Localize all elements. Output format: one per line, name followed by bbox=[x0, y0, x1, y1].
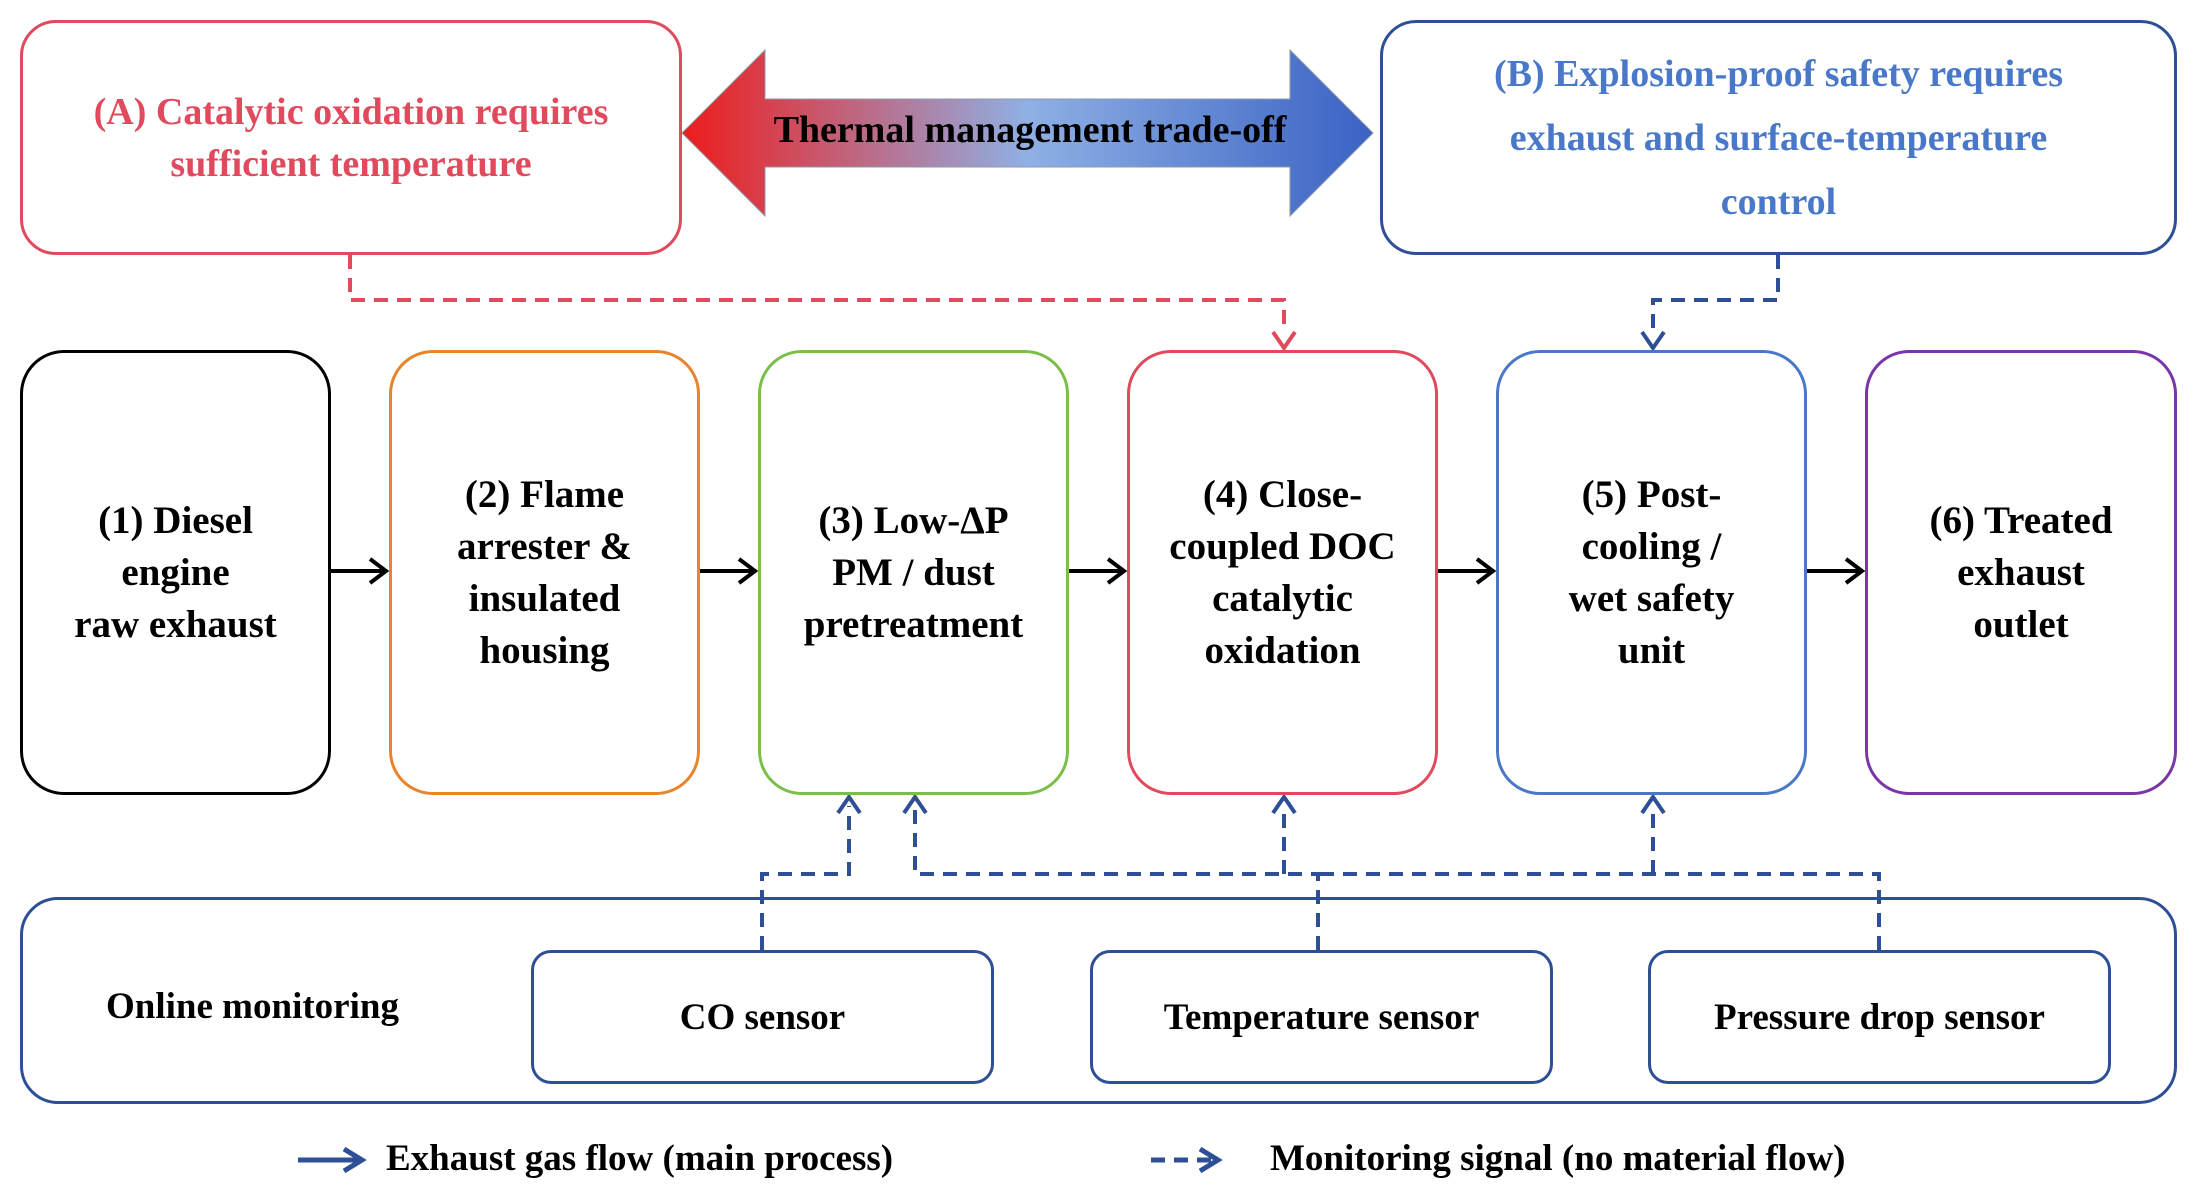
online-monitoring-panel bbox=[20, 897, 2177, 1104]
legend-dashed-label: Monitoring signal (no material flow) bbox=[1270, 1138, 1846, 1179]
signal-arrowhead-4 bbox=[1271, 793, 1297, 815]
legend-dashed-arrowhead bbox=[1198, 1146, 1223, 1174]
temperature-sensor: Temperature sensor bbox=[1090, 950, 1553, 1084]
pressure-drop-sensor-label: Pressure drop sensor bbox=[1714, 996, 2045, 1038]
legend-solid-arrow bbox=[298, 1146, 367, 1174]
stage-1-label: (1) Diesel engine raw exhaust bbox=[74, 498, 277, 646]
pressure-drop-sensor: Pressure drop sensor bbox=[1648, 950, 2111, 1084]
constraint-b-arrowhead bbox=[1640, 330, 1666, 352]
flow-arrow-4-5 bbox=[1438, 557, 1497, 585]
tradeoff-label: Thermal management trade-off bbox=[773, 109, 1287, 151]
stage-2-label: (2) Flame arrester & insulated housing bbox=[456, 472, 633, 672]
online-monitoring-label: Online monitoring bbox=[106, 986, 399, 1027]
temperature-signal-path bbox=[913, 806, 1320, 950]
constraint-a-arrowhead bbox=[1271, 330, 1297, 352]
constraint-b-label: (B) Explosion-proof safety requires exha… bbox=[1494, 52, 2063, 223]
stage-5-label: (5) Post- cooling / wet safety unit bbox=[1568, 472, 1735, 672]
flow-arrow-3-4 bbox=[1069, 557, 1128, 585]
signal-arrowhead-3a bbox=[836, 793, 862, 815]
temperature-sensor-label: Temperature sensor bbox=[1163, 996, 1480, 1038]
constraint-b-link bbox=[1651, 255, 1780, 333]
signal-arrowhead-5 bbox=[1640, 793, 1666, 815]
stage-4-label: (4) Close- coupled DOC catalytic oxidati… bbox=[1169, 472, 1396, 672]
flow-arrow-1-2 bbox=[331, 557, 390, 585]
stage-3-label: (3) Low-ΔP PM / dust pretreatment bbox=[803, 498, 1024, 646]
stage-6-treated-outlet: (6) Treated exhaust outlet bbox=[1865, 350, 2177, 795]
co-sensor: CO sensor bbox=[531, 950, 994, 1084]
stage-2-flame-arrester: (2) Flame arrester & insulated housing bbox=[389, 350, 700, 795]
constraint-a-box: (A) Catalytic oxidation requires suffici… bbox=[20, 20, 682, 255]
stage-3-pm-pretreatment: (3) Low-ΔP PM / dust pretreatment bbox=[758, 350, 1069, 795]
pressure-signal-path bbox=[1318, 872, 1881, 950]
tradeoff-double-arrow bbox=[681, 48, 1374, 218]
stage-1-diesel-engine: (1) Diesel engine raw exhaust bbox=[20, 350, 331, 795]
stage-5-wet-safety-unit: (5) Post- cooling / wet safety unit bbox=[1496, 350, 1807, 795]
stage-4-doc-oxidation: (4) Close- coupled DOC catalytic oxidati… bbox=[1127, 350, 1438, 795]
flow-arrow-5-6 bbox=[1807, 557, 1866, 585]
stage-6-label: (6) Treated exhaust outlet bbox=[1929, 498, 2113, 646]
co-sensor-label: CO sensor bbox=[679, 996, 846, 1038]
flow-arrow-2-3 bbox=[700, 557, 759, 585]
signal-arrowhead-3b bbox=[902, 793, 928, 815]
constraint-a-label: (A) Catalytic oxidation requires suffici… bbox=[93, 90, 609, 185]
constraint-b-box: (B) Explosion-proof safety requires exha… bbox=[1380, 20, 2177, 255]
legend-solid-label: Exhaust gas flow (main process) bbox=[386, 1138, 894, 1179]
co-signal-path bbox=[760, 806, 851, 950]
constraint-a-link bbox=[348, 255, 1286, 333]
